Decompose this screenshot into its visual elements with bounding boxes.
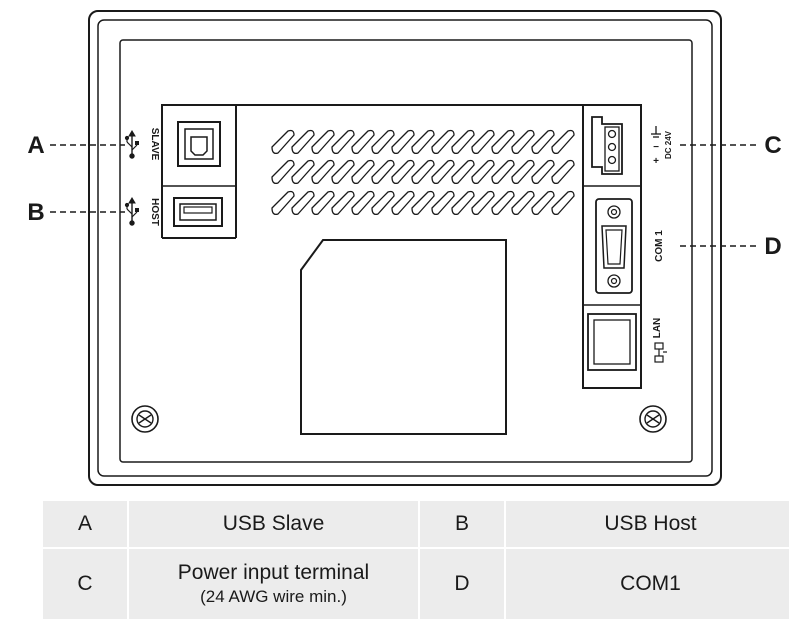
screw-icon (639, 405, 667, 433)
legend-description-main: Power input terminal (177, 561, 370, 584)
vent-slot (411, 159, 435, 185)
vent-slot (351, 190, 375, 216)
vent-slot (271, 129, 295, 155)
legend-description-sub: (24 AWG wire min.) (200, 587, 347, 606)
legend-table: A USB Slave B USB Host C Power input ter… (41, 499, 789, 621)
vent-slot (491, 129, 515, 155)
vent-slot (291, 129, 315, 155)
usb-icon (124, 130, 139, 159)
callout-b: B (27, 199, 44, 226)
ground-icon (651, 126, 661, 138)
device-rear-view: SLAVE HOST + − DC 24V COM 1 LAN (27, 10, 782, 486)
vent-slot (491, 190, 515, 216)
vent-slot (411, 190, 435, 216)
vent-slot (351, 129, 375, 155)
vent-slot (291, 190, 315, 216)
usb-icon (124, 197, 139, 226)
vent-slot (451, 129, 475, 155)
host-port-label: HOST (149, 198, 160, 226)
vent-slot (551, 190, 575, 216)
vent-slot (471, 190, 495, 216)
vent-slot (511, 190, 535, 216)
vent-slot (511, 159, 535, 185)
vent-slot (331, 129, 355, 155)
usb-icon-part (131, 144, 138, 151)
legend-description: USB Host (504, 499, 789, 549)
usb-icon-part (128, 130, 136, 137)
callout-d: D (764, 233, 781, 260)
callout-c: C (764, 132, 781, 159)
legend-description: COM1 (504, 547, 789, 621)
vent-slot (311, 129, 335, 155)
lan-label: LAN (652, 318, 663, 339)
vent-slot (391, 159, 415, 185)
vent-slot (431, 129, 455, 155)
callout-a: A (27, 132, 44, 159)
vent-slot (531, 190, 555, 216)
usb-icon-part (126, 208, 133, 215)
legend-row: A USB Slave B USB Host (41, 499, 789, 549)
vent-slot (371, 159, 395, 185)
right-port-module (582, 104, 642, 389)
usb-icon-part (128, 197, 136, 204)
vent-slot (551, 159, 575, 185)
ventilation-slots (271, 129, 575, 216)
vent-slot (391, 190, 415, 216)
power-minus-label: − (653, 142, 659, 153)
vent-slot (531, 159, 555, 185)
vent-slot (471, 129, 495, 155)
vent-slot (511, 129, 535, 155)
com1-port (595, 198, 633, 294)
vent-slot (451, 190, 475, 216)
callout-leaders (50, 144, 760, 247)
usb-icon-part (135, 141, 139, 145)
power-plus-label: + (653, 156, 659, 167)
legend-row: C Power input terminal (24 AWG wire min.… (41, 547, 789, 621)
legend-letter: A (41, 499, 129, 549)
vent-slot (551, 129, 575, 155)
legend-description: USB Slave (127, 499, 420, 549)
slave-port-label: SLAVE (149, 128, 160, 161)
usb-icon-part (124, 202, 130, 208)
usb-icon-part (135, 208, 139, 212)
vent-slot (271, 190, 295, 216)
usb-port-module (161, 104, 583, 239)
usb-slave-port (177, 121, 221, 167)
vent-slot (311, 190, 335, 216)
vent-slot (371, 129, 395, 155)
usb-host-port (173, 197, 223, 227)
usb-icon-part (126, 141, 133, 148)
com1-label: COM 1 (654, 230, 665, 262)
vent-slot (271, 159, 295, 185)
usb-icon-part (129, 153, 135, 159)
legend-letter: C (41, 547, 129, 621)
power-rating-label: DC 24V (664, 130, 673, 159)
label-plate (300, 239, 507, 435)
legend-letter: D (418, 547, 506, 621)
power-terminal (591, 116, 623, 175)
vent-slot (531, 129, 555, 155)
vent-slot (371, 190, 395, 216)
vent-slot (431, 159, 455, 185)
vent-slot (291, 159, 315, 185)
screw-icon (131, 405, 159, 433)
vent-slot (351, 159, 375, 185)
usb-icon-part (124, 135, 130, 141)
legend-letter: B (418, 499, 506, 549)
vent-slot (451, 159, 475, 185)
vent-slot (411, 129, 435, 155)
usb-icon-part (129, 220, 135, 226)
usb-icon-part (131, 211, 138, 218)
lan-port (587, 313, 637, 371)
vent-slot (311, 159, 335, 185)
vent-slot (331, 190, 355, 216)
legend-description: Power input terminal (24 AWG wire min.) (127, 547, 420, 621)
vent-slot (431, 190, 455, 216)
network-icon (654, 342, 667, 363)
vent-slot (491, 159, 515, 185)
vent-slot (391, 129, 415, 155)
vent-slot (471, 159, 495, 185)
vent-slot (331, 159, 355, 185)
housing (88, 10, 722, 486)
